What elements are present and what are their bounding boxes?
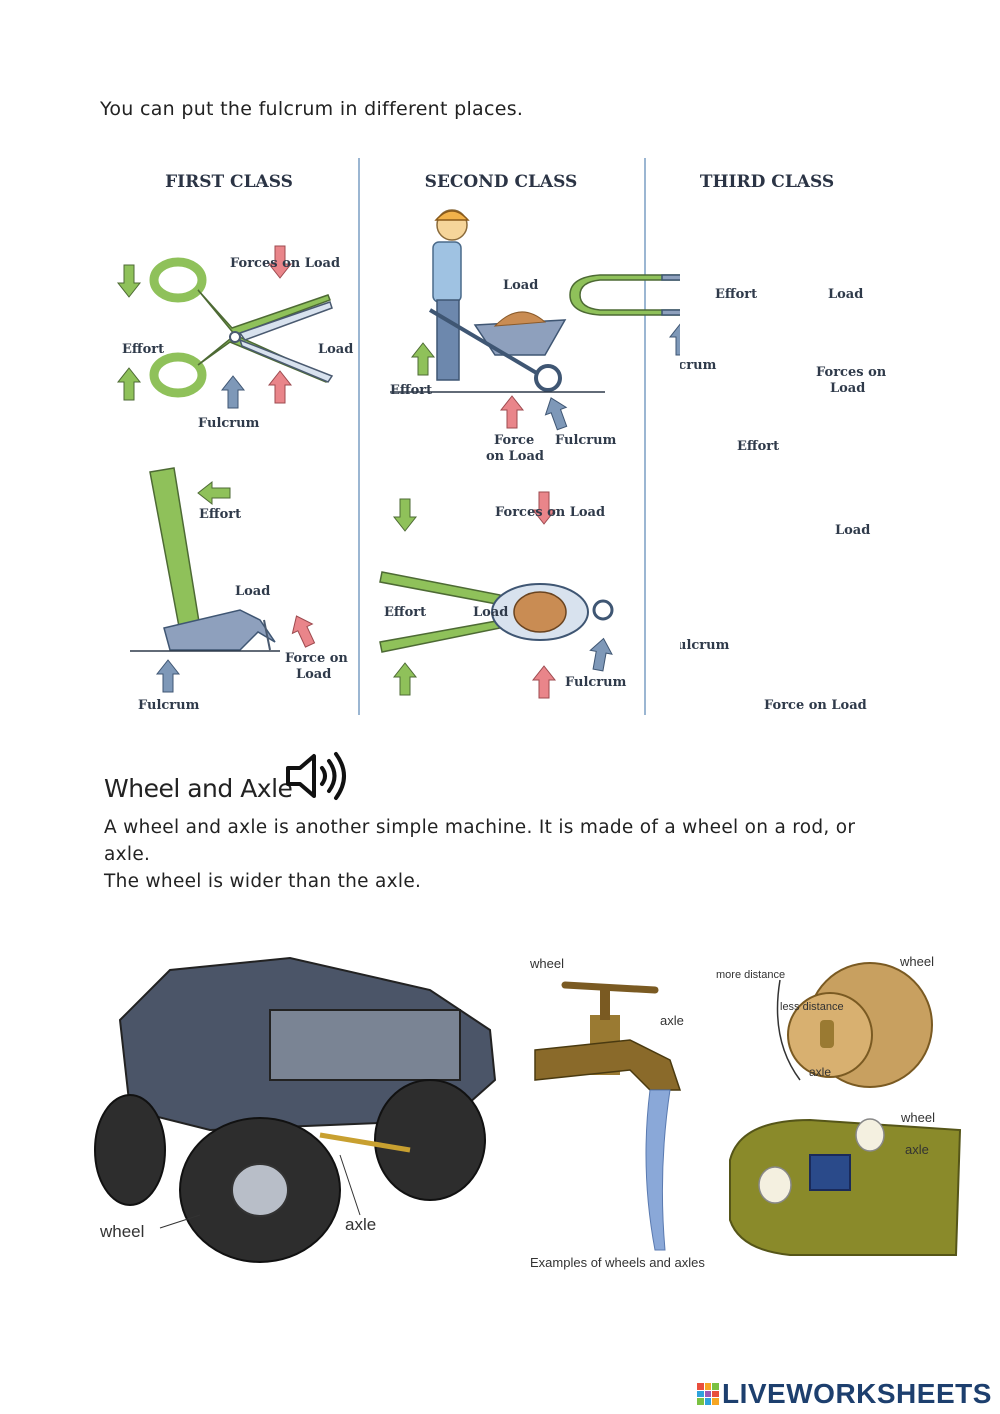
skateboard-photo bbox=[729, 1118, 962, 1256]
label: Effort bbox=[737, 439, 779, 454]
label: Load bbox=[296, 667, 331, 682]
label: Force on bbox=[285, 651, 348, 666]
nutcracker-illustration bbox=[379, 571, 614, 653]
label: wheel bbox=[900, 1110, 935, 1125]
label: Fulcrum bbox=[555, 433, 617, 448]
label: Force on Load bbox=[764, 698, 867, 713]
label: wheel bbox=[529, 956, 564, 971]
paragraph-line: A wheel and axle is another simple machi… bbox=[104, 817, 856, 838]
truck-photo bbox=[94, 956, 497, 1263]
label: axle bbox=[660, 1013, 684, 1028]
label: axle bbox=[905, 1142, 929, 1157]
brand-name: LIVEWORKSHEETS bbox=[722, 1378, 992, 1409]
tap-photo bbox=[534, 981, 682, 1251]
logo-icon bbox=[697, 1383, 719, 1405]
label: Effort bbox=[122, 342, 164, 357]
label: Load bbox=[235, 584, 270, 599]
paragraph-line: axle. bbox=[104, 844, 151, 865]
intro-text: You can put the fulcrum in different pla… bbox=[100, 98, 524, 120]
label: Effort bbox=[715, 287, 757, 302]
label: less distance bbox=[780, 1001, 844, 1013]
label: Load bbox=[828, 287, 863, 302]
caption: Examples of wheels and axles bbox=[530, 1255, 705, 1270]
doorknob-photo bbox=[776, 962, 933, 1088]
speaker-icon[interactable] bbox=[282, 748, 352, 804]
heading-third-class-label: THIRD CLASS bbox=[700, 172, 834, 192]
section-title: Wheel and Axle bbox=[104, 774, 293, 803]
label: wheel bbox=[99, 1222, 144, 1241]
wheelbarrow-illustration bbox=[390, 209, 605, 393]
label: Fulcrum bbox=[565, 675, 627, 690]
label: axle bbox=[345, 1215, 376, 1234]
label: Load bbox=[830, 381, 865, 396]
label: Load bbox=[473, 605, 508, 620]
label: Fulcrum bbox=[198, 416, 260, 431]
label: Effort bbox=[384, 605, 426, 620]
heading-second-class: SECOND CLASS bbox=[425, 172, 578, 192]
label: more distance bbox=[716, 969, 785, 981]
scissors-illustration bbox=[149, 257, 334, 398]
third-class-labels: THIRD CLASS Effort Load Fulcrum Forces o… bbox=[655, 150, 910, 720]
label: Load bbox=[503, 278, 538, 293]
label: wheel bbox=[899, 954, 934, 969]
label: on Load bbox=[486, 449, 544, 464]
label: Forces on Load bbox=[495, 505, 605, 520]
lever-classes-diagram: FIRST CLASS SECOND CLASS THIRD CLASS For… bbox=[117, 158, 680, 715]
arrow-up-icon bbox=[221, 375, 245, 409]
label: Effort bbox=[199, 507, 241, 522]
liveworksheets-logo[interactable]: LIVEWORKSHEETS bbox=[697, 1376, 992, 1412]
label: Forces on bbox=[816, 365, 887, 380]
label: Force bbox=[494, 433, 534, 448]
label: Fulcrum bbox=[680, 638, 730, 653]
label: Fulcrum bbox=[138, 698, 200, 713]
label: Load bbox=[318, 342, 353, 357]
hammer-illustration bbox=[130, 467, 280, 652]
label: Fulcrum bbox=[680, 358, 717, 373]
label: Load bbox=[835, 523, 870, 538]
label: axle bbox=[809, 1065, 831, 1079]
tongs-illustration bbox=[569, 274, 680, 316]
heading-first-class: FIRST CLASS bbox=[165, 172, 293, 192]
paragraph-line: The wheel is wider than the axle. bbox=[104, 871, 422, 892]
wheel-axle-photos: wheel axle wheel axle Examples of wheels… bbox=[94, 954, 962, 1270]
arrow-up-icon bbox=[268, 370, 292, 404]
label: Effort bbox=[390, 383, 432, 398]
label: Forces on Load bbox=[230, 256, 340, 271]
